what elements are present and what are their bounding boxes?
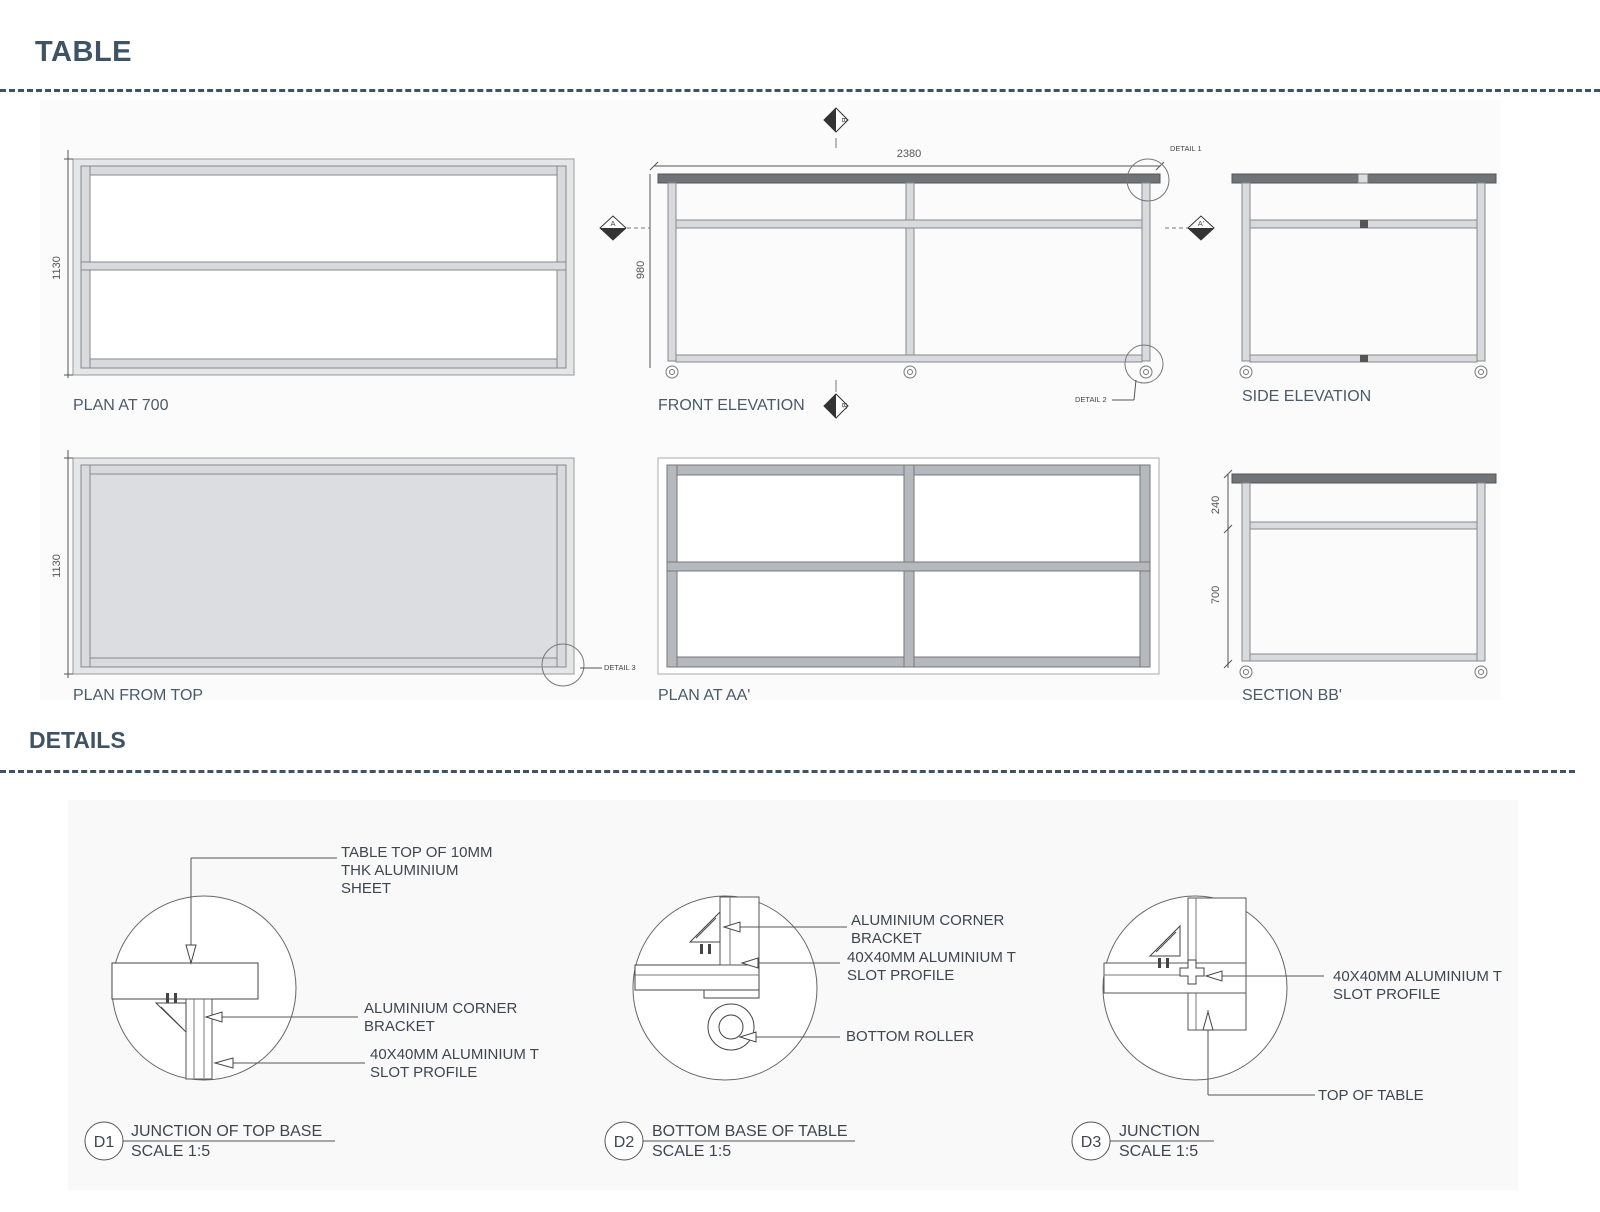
section-a-prime-label: A' <box>1198 219 1205 228</box>
page-title: TABLE <box>35 36 133 68</box>
detail-d3-drawing <box>1102 895 1324 1096</box>
plan-top-depth-dim: 1130 <box>51 554 63 578</box>
d2-note-roller: BOTTOM ROLLER <box>846 1028 974 1045</box>
front-length-dim: 2380 <box>897 148 921 160</box>
front-elevation-label: FRONT ELEVATION <box>658 397 805 414</box>
side-elevation-label: SIDE ELEVATION <box>1242 388 1371 405</box>
section-marker-a-prime-icon <box>1165 215 1215 241</box>
plan-aa-label: PLAN AT AA' <box>658 687 750 704</box>
plan-at-700-drawing <box>64 150 575 378</box>
d3-tag <box>1071 1121 1214 1161</box>
detail-2-callout: DETAIL 2 <box>1075 395 1107 404</box>
front-height-dim: 980 <box>635 261 647 279</box>
section-lower-dim: 700 <box>1210 586 1222 604</box>
section-marker-a-icon <box>599 215 650 241</box>
details-title: DETAILS <box>29 727 126 753</box>
side-elevation-drawing <box>1231 173 1497 379</box>
d1-tag <box>84 1121 335 1161</box>
section-bb-drawing <box>1223 469 1497 679</box>
plan-700-label: PLAN AT 700 <box>73 397 169 414</box>
detail-d1-drawing <box>111 857 365 1081</box>
plan-top-label: PLAN FROM TOP <box>73 687 203 704</box>
plan-at-aa-drawing <box>657 457 1160 675</box>
details-divider <box>0 770 1575 773</box>
detail-1-callout: DETAIL 1 <box>1170 144 1202 153</box>
d1-note-tabletop: TABLE TOP OF 10MM THK ALUMINIUM SHEET <box>341 844 497 897</box>
d3-title: JUNCTION <box>1119 1123 1200 1140</box>
d1-note-profile: 40X40MM ALUMINIUM T SLOT PROFILE <box>370 1046 543 1081</box>
front-elevation-drawing <box>649 158 1170 401</box>
d3-note-top: TOP OF TABLE <box>1318 1087 1424 1104</box>
d1-tag-label: D1 <box>94 1134 115 1151</box>
section-b-prime-label: B' <box>840 403 849 410</box>
plan-from-top-drawing <box>64 450 602 687</box>
d2-tag-label: D2 <box>614 1134 635 1151</box>
section-bb-label: SECTION BB' <box>1242 687 1342 704</box>
title-divider <box>0 89 1600 92</box>
plan-700-depth-dim: 1130 <box>51 256 63 280</box>
d1-scale: SCALE 1:5 <box>131 1143 210 1160</box>
d3-tag-label: D3 <box>1081 1134 1102 1151</box>
detail-3-callout: DETAIL 3 <box>604 663 636 672</box>
d2-tag <box>604 1121 855 1161</box>
d2-title: BOTTOM BASE OF TABLE <box>652 1123 848 1140</box>
d1-note-bracket: ALUMINIUM CORNER BRACKET <box>364 1000 522 1035</box>
d1-title: JUNCTION OF TOP BASE <box>131 1123 322 1140</box>
d2-note-bracket: ALUMINIUM CORNER BRACKET <box>851 912 1009 947</box>
section-b-label: B <box>840 117 849 122</box>
detail-d2-drawing <box>632 895 847 1081</box>
d3-note-profile: 40X40MM ALUMINIUM T SLOT PROFILE <box>1333 968 1506 1003</box>
d2-note-profile: 40X40MM ALUMINIUM T SLOT PROFILE <box>847 949 1020 984</box>
section-a-label: A <box>610 219 615 228</box>
d3-scale: SCALE 1:5 <box>1119 1143 1198 1160</box>
section-upper-dim: 240 <box>1210 496 1222 514</box>
section-marker-b-prime-icon <box>823 380 849 419</box>
section-marker-b-icon <box>823 107 849 148</box>
d2-scale: SCALE 1:5 <box>652 1143 731 1160</box>
